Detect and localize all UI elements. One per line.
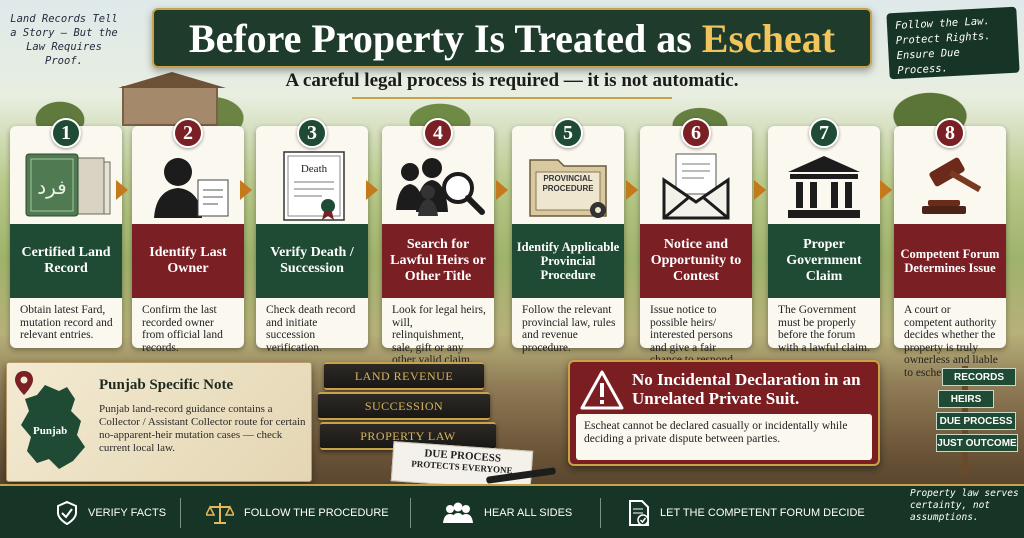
punjab-note-text: Punjab land-record guidance contains a C…	[99, 403, 306, 454]
step-arrow	[366, 180, 378, 200]
step-title: Proper Government Claim	[768, 224, 880, 298]
sign-due-process: DUE PROCESS	[936, 412, 1016, 430]
footer-item-procedure: FOLLOW THE PROCEDURE	[206, 486, 389, 538]
step-description: Follow the relevant provincial law, rule…	[522, 304, 616, 354]
footer-tagline: Property law serves certainty, not assum…	[910, 488, 1019, 523]
step-title: Identify Applicable Provincial Procedure	[512, 224, 624, 298]
step-card-7: 7 Proper Government Claim The Government…	[768, 118, 880, 354]
step-card-5: 5 PROVINCIAL PROCEDURE Identify Applicab…	[512, 118, 624, 354]
step-description: A court or competent authority decides w…	[904, 304, 998, 379]
footer-divider	[180, 498, 181, 528]
title-banner: Before Property Is Treated as Escheat	[152, 8, 872, 68]
step-number: 1	[51, 118, 81, 148]
step-number: 2	[173, 118, 203, 148]
step-number: 5	[553, 118, 583, 148]
page-title: Before Property Is Treated as Escheat	[188, 15, 836, 61]
punjab-note-card: Punjab Punjab Specific Note Punjab land-…	[6, 362, 312, 482]
heirs-search-icon	[396, 158, 485, 216]
footer-item-hear: HEAR ALL SIDES	[442, 486, 572, 538]
step-number: 3	[297, 118, 327, 148]
punjab-map-icon	[21, 385, 85, 469]
step-description: Issue notice to possible heirs/ interest…	[650, 304, 736, 366]
map-pin-icon	[15, 371, 33, 395]
warning-box: No Incidental Declaration in an Unrelate…	[568, 360, 880, 466]
document-check-icon	[629, 500, 649, 526]
step-description: Check death record and initiate successi…	[266, 304, 356, 354]
gavel-icon	[922, 157, 982, 214]
sign-just-outcome: JUST OUTCOME	[936, 434, 1018, 452]
people-group-icon	[443, 502, 473, 523]
step-description: Obtain latest Fard, mutation record and …	[20, 304, 113, 341]
background-farmhouse	[118, 72, 226, 126]
step-description: Confirm the last recorded owner from off…	[142, 304, 223, 354]
step-card-2: 2 Identify Last Owner Confirm the last r…	[132, 118, 244, 354]
warning-text: Escheat cannot be declared casually or i…	[576, 414, 872, 460]
footer-divider	[600, 498, 601, 528]
note-left: Land Records Tell a Story — But the Law …	[10, 13, 118, 67]
notice-envelope-icon	[662, 153, 730, 220]
footer-bar: VERIFY FACTS FOLLOW THE PROCEDURE HEAR A…	[0, 484, 1024, 538]
sign-records: RECORDS	[942, 368, 1016, 386]
warning-title: No Incidental Declaration in an Unrelate…	[632, 370, 861, 408]
book-land-revenue: LAND REVENUE	[324, 362, 484, 390]
procedure-folder-icon: PROVINCIAL PROCEDURE	[529, 159, 607, 218]
map-label: Punjab	[33, 425, 68, 437]
book-succession: SUCCESSION	[318, 392, 490, 420]
step-title: Notice and Opportunity to Contest	[640, 224, 752, 298]
step-card-1: 1 فرد Certified Land Record Obtain lates…	[10, 118, 122, 348]
step-number: 6	[681, 118, 711, 148]
punjab-note-title: Punjab Specific Note	[99, 377, 234, 393]
step-arrow	[754, 180, 766, 200]
footer-item-forum: LET THE COMPETENT FORUM DECIDE	[628, 486, 865, 538]
step-title: Identify Last Owner	[132, 224, 244, 298]
step-number: 7	[809, 118, 839, 148]
step-card-3: 3 Death Verify Death / Succession Check …	[256, 118, 368, 354]
step-title: Competent Forum Determines Issue	[894, 224, 1006, 298]
death-certificate-icon: Death	[283, 151, 345, 221]
note-right: Follow the Law. Protect Rights. Ensure D…	[886, 6, 1020, 80]
footer-item-verify: VERIFY FACTS	[56, 486, 166, 538]
step-number: 8	[935, 118, 965, 148]
title-highlight: Escheat	[701, 15, 836, 61]
step-arrow	[240, 180, 252, 200]
scales-icon	[206, 503, 234, 524]
sign-heirs: HEIRS	[938, 390, 994, 408]
step-number: 4	[423, 118, 453, 148]
land-record-document-icon: فرد	[25, 153, 111, 217]
subtitle-underline	[352, 97, 672, 99]
step-description: Look for legal heirs, will, relinquishme…	[392, 304, 486, 366]
warning-icon	[580, 370, 624, 410]
government-building-icon	[788, 156, 860, 218]
footer-divider	[410, 498, 411, 528]
step-arrow	[880, 180, 892, 200]
svg-text:Death: Death	[301, 163, 328, 175]
step-description: The Government must be properly before t…	[778, 304, 870, 354]
step-title: Certified Land Record	[10, 224, 122, 298]
page-subtitle: A careful legal process is required — it…	[285, 70, 739, 91]
step-card-4: 4 Search for Lawful Heirs or Other Title…	[382, 118, 494, 366]
step-arrow	[496, 180, 508, 200]
shield-check-icon	[57, 501, 77, 525]
step-arrow	[116, 180, 128, 200]
owner-person-icon	[154, 158, 229, 218]
step-card-6: 6 Notice and Opportunity to Contest Issu…	[640, 118, 752, 366]
svg-text:فرد: فرد	[37, 175, 67, 199]
step-card-8: 8 Competent Forum Determines Issue A cou…	[894, 118, 1006, 379]
step-title: Verify Death / Succession	[256, 224, 368, 298]
step-arrow	[626, 180, 638, 200]
step-title: Search for Lawful Heirs or Other Title	[382, 224, 494, 298]
